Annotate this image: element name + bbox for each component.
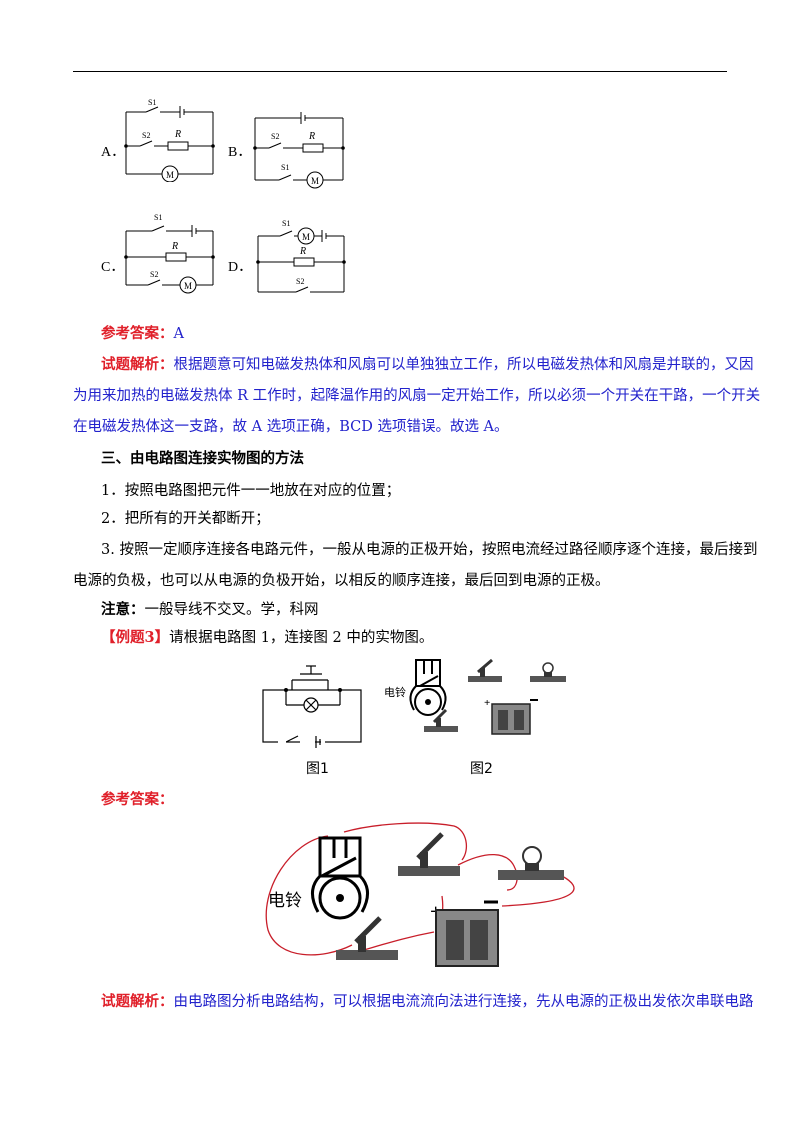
bulb-icon xyxy=(498,846,564,880)
r-label: R xyxy=(299,246,306,257)
r-label: R xyxy=(308,131,315,142)
m-label: M xyxy=(302,232,310,242)
analysis-label: 试题解析： xyxy=(101,356,174,373)
s2-label: S2 xyxy=(142,131,150,140)
s1-label: S1 xyxy=(281,163,289,172)
r-label: R xyxy=(174,129,181,140)
s1-label: S1 xyxy=(154,213,162,222)
knife-switch-icon xyxy=(468,658,502,682)
step-3-line-1: 3. 按照一定顺序连接各电路元件，一般从电源的正极开始，按照电流经过路径顺序逐个… xyxy=(101,542,758,558)
answer-1: 参考答案：A xyxy=(101,324,184,344)
bell-icon xyxy=(409,659,447,716)
option-a-label: A． xyxy=(101,145,126,160)
example-text: 请根据电路图 1，连接图 2 中的实物图。 xyxy=(169,630,434,646)
section-heading: 三、由电路图连接实物图的方法 xyxy=(101,450,304,467)
battery-icon: + xyxy=(430,900,499,967)
bell-label: 电铃 xyxy=(268,891,302,910)
s2-label: S2 xyxy=(271,132,279,141)
step-2: 2．把所有的开关都断开； xyxy=(101,511,270,527)
svg-text:+: + xyxy=(484,697,490,709)
answer-wiring-figure: 电铃 + xyxy=(265,822,575,967)
answer-value: A xyxy=(173,326,184,342)
example-label: 【例题3】 xyxy=(101,629,170,646)
step-1: 1．按照电路图把元件一一地放在对应的位置； xyxy=(101,483,401,499)
m-label: M xyxy=(311,176,319,186)
option-d-label: D． xyxy=(228,260,253,275)
bulb-icon xyxy=(530,662,566,682)
answer-label: 参考答案： xyxy=(101,325,174,342)
figure-2-caption: 图2 xyxy=(470,761,493,777)
analysis-1-line-1: 试题解析：根据题意可知电磁发热体和风扇可以单独独立工作，所以电磁发热体和风扇是并… xyxy=(101,356,754,373)
option-c-label: C． xyxy=(101,260,125,275)
note: 注意：一般导线不交叉。学，科网 xyxy=(101,600,319,620)
circuit-diagram-c: S1 R S2 M xyxy=(124,213,215,294)
knife-switch-icon xyxy=(424,708,458,732)
knife-switch-icon xyxy=(398,832,460,876)
bell-icon xyxy=(311,836,369,920)
bell-label: 电铃 xyxy=(384,685,406,699)
figure-1-caption: 图1 xyxy=(306,761,329,777)
analysis-text: 由电路图分析电路结构，可以根据电流流向法进行连接，先从电源的正极出发依次串联电路 xyxy=(173,994,754,1010)
analysis-2: 试题解析：由电路图分析电路结构，可以根据电流流向法进行连接，先从电源的正极出发依… xyxy=(101,992,754,1012)
example-3: 【例题3】请根据电路图 1，连接图 2 中的实物图。 xyxy=(101,628,433,648)
step-3-line-2: 电源的负极，也可以从电源的负极开始，以相反的顺序连接，最后回到电源的正极。 xyxy=(73,573,610,589)
m-label: M xyxy=(166,170,174,180)
r-label: R xyxy=(171,241,178,252)
note-label: 注意： xyxy=(101,601,145,618)
figure-1-circuit xyxy=(262,665,362,748)
s2-label: S2 xyxy=(296,277,304,286)
analysis-1-line-2: 为用来加热的电磁发热体 R 工作时，起降温作用的风扇一定开始工作，所以必须一个开… xyxy=(73,388,761,404)
circuit-diagram-a: S1 S2 R M xyxy=(124,98,215,182)
figure-2-components: 电铃 + xyxy=(384,658,566,735)
answer-2-label: 参考答案： xyxy=(101,791,174,808)
circuit-diagram-d: S1 M R S2 xyxy=(256,219,346,293)
header-rule xyxy=(73,71,727,72)
s1-label: S1 xyxy=(148,98,156,107)
circuit-diagram-b: S2 R S1 M xyxy=(253,112,345,189)
m-label: M xyxy=(184,281,192,291)
option-b-label: B． xyxy=(228,145,252,160)
note-text: 一般导线不交叉。学，科网 xyxy=(144,602,319,618)
analysis-label: 试题解析： xyxy=(101,993,174,1010)
s1-label: S1 xyxy=(282,219,290,228)
battery-icon: + xyxy=(484,697,538,735)
knife-switch-icon xyxy=(336,916,398,960)
s2-label: S2 xyxy=(150,270,158,279)
analysis-1-line-3: 在电磁发热体这一支路，故 A 选项正确，BCD 选项错误。故选 A。 xyxy=(73,419,509,435)
